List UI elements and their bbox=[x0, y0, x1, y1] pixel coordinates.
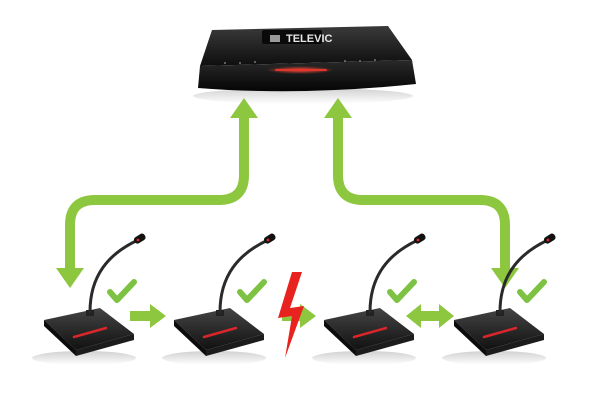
right-loop-arrow bbox=[324, 98, 519, 288]
check-icon bbox=[517, 279, 547, 303]
delegate-unit-4 bbox=[442, 233, 556, 365]
delegate-unit-3 bbox=[312, 233, 426, 365]
check-icon bbox=[107, 279, 137, 303]
check-icon bbox=[237, 279, 267, 303]
bidirectional-arrow-3-4 bbox=[406, 304, 454, 328]
delegate-units bbox=[32, 233, 556, 365]
central-unit: TELEVIC bbox=[193, 26, 416, 104]
delegate-unit-2 bbox=[162, 233, 276, 365]
central-unit-brand: TELEVIC bbox=[286, 33, 333, 45]
check-icon bbox=[387, 279, 417, 303]
link-arrow-1-2 bbox=[130, 304, 166, 328]
lightning-bolt-icon bbox=[278, 272, 304, 358]
delegate-unit-1 bbox=[32, 233, 146, 365]
left-loop-arrow bbox=[56, 98, 258, 288]
